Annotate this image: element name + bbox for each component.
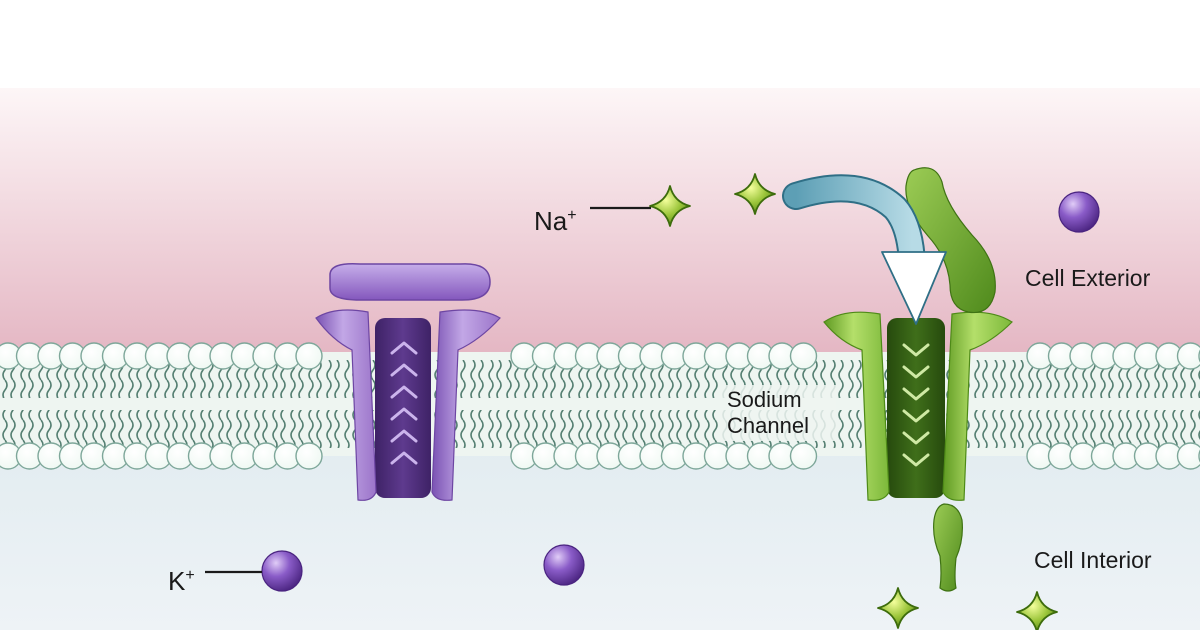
- sodium-ion-label: Na+: [534, 206, 577, 236]
- top-margin: [0, 0, 1200, 88]
- lipid-head: [1176, 442, 1200, 470]
- sodium-channel-open-gate: [905, 167, 996, 314]
- purple-sphere-ion-icon: [543, 544, 585, 586]
- inner-leaflet-tails: [0, 410, 1200, 448]
- sodium-channel-chevrons: [902, 343, 930, 467]
- sodium-channel-left-subunit: [823, 311, 890, 501]
- green-diamond-ion-icon: [649, 185, 691, 227]
- purple-sphere-ion-icon: [261, 550, 303, 592]
- sodium-channel-label-line1: Sodium: [727, 387, 802, 412]
- potassium-ion-label: K+: [168, 566, 195, 596]
- lipid-head: [789, 442, 818, 470]
- lipid-head: [295, 342, 323, 370]
- cell-exterior-label: Cell Exterior: [1025, 265, 1151, 291]
- sodium-channel-inactivation-segment: [933, 503, 963, 592]
- purple-sphere-ion-icon: [1058, 191, 1100, 233]
- potassium-channel: [315, 262, 501, 501]
- potassium-channel-right-subunit: [431, 309, 501, 501]
- sodium-channel-label-backdrop: [720, 385, 836, 441]
- potassium-channel-chevrons: [390, 341, 418, 465]
- sodium-channel-label: Sodium Channel: [720, 385, 836, 441]
- sodium-ion: [649, 185, 691, 227]
- lipid-head: [295, 442, 323, 470]
- sodium-ion: [877, 587, 919, 629]
- flow-arrow-head: [881, 251, 947, 325]
- green-diamond-ion-icon: [734, 173, 776, 215]
- sodium-ion: [734, 173, 776, 215]
- green-diamond-ion-icon: [1016, 591, 1058, 630]
- green-diamond-ion-icon: [877, 587, 919, 629]
- sodium-channel: [823, 167, 1013, 592]
- flow-arrow-shaft: [784, 176, 924, 274]
- inner-leaflet-heads: [0, 442, 1200, 470]
- sodium-ion: [1016, 591, 1058, 630]
- cell-interior-label: Cell Interior: [1034, 547, 1152, 573]
- sodium-channel-label-line2: Channel: [727, 413, 809, 438]
- sodium-channel-right-subunit: [942, 311, 1013, 501]
- lipid-head: [789, 342, 818, 370]
- lipid-bilayer: [0, 342, 1200, 470]
- potassium-channel-left-subunit: [315, 309, 377, 501]
- lipid-head: [1176, 342, 1200, 370]
- potassium-channel-gate: [329, 262, 491, 301]
- cell-exterior-region: [0, 88, 1200, 356]
- curved-arrow-icon: [782, 174, 947, 325]
- outer-leaflet-heads: [0, 342, 1200, 370]
- sodium-channel-pore: [887, 318, 945, 498]
